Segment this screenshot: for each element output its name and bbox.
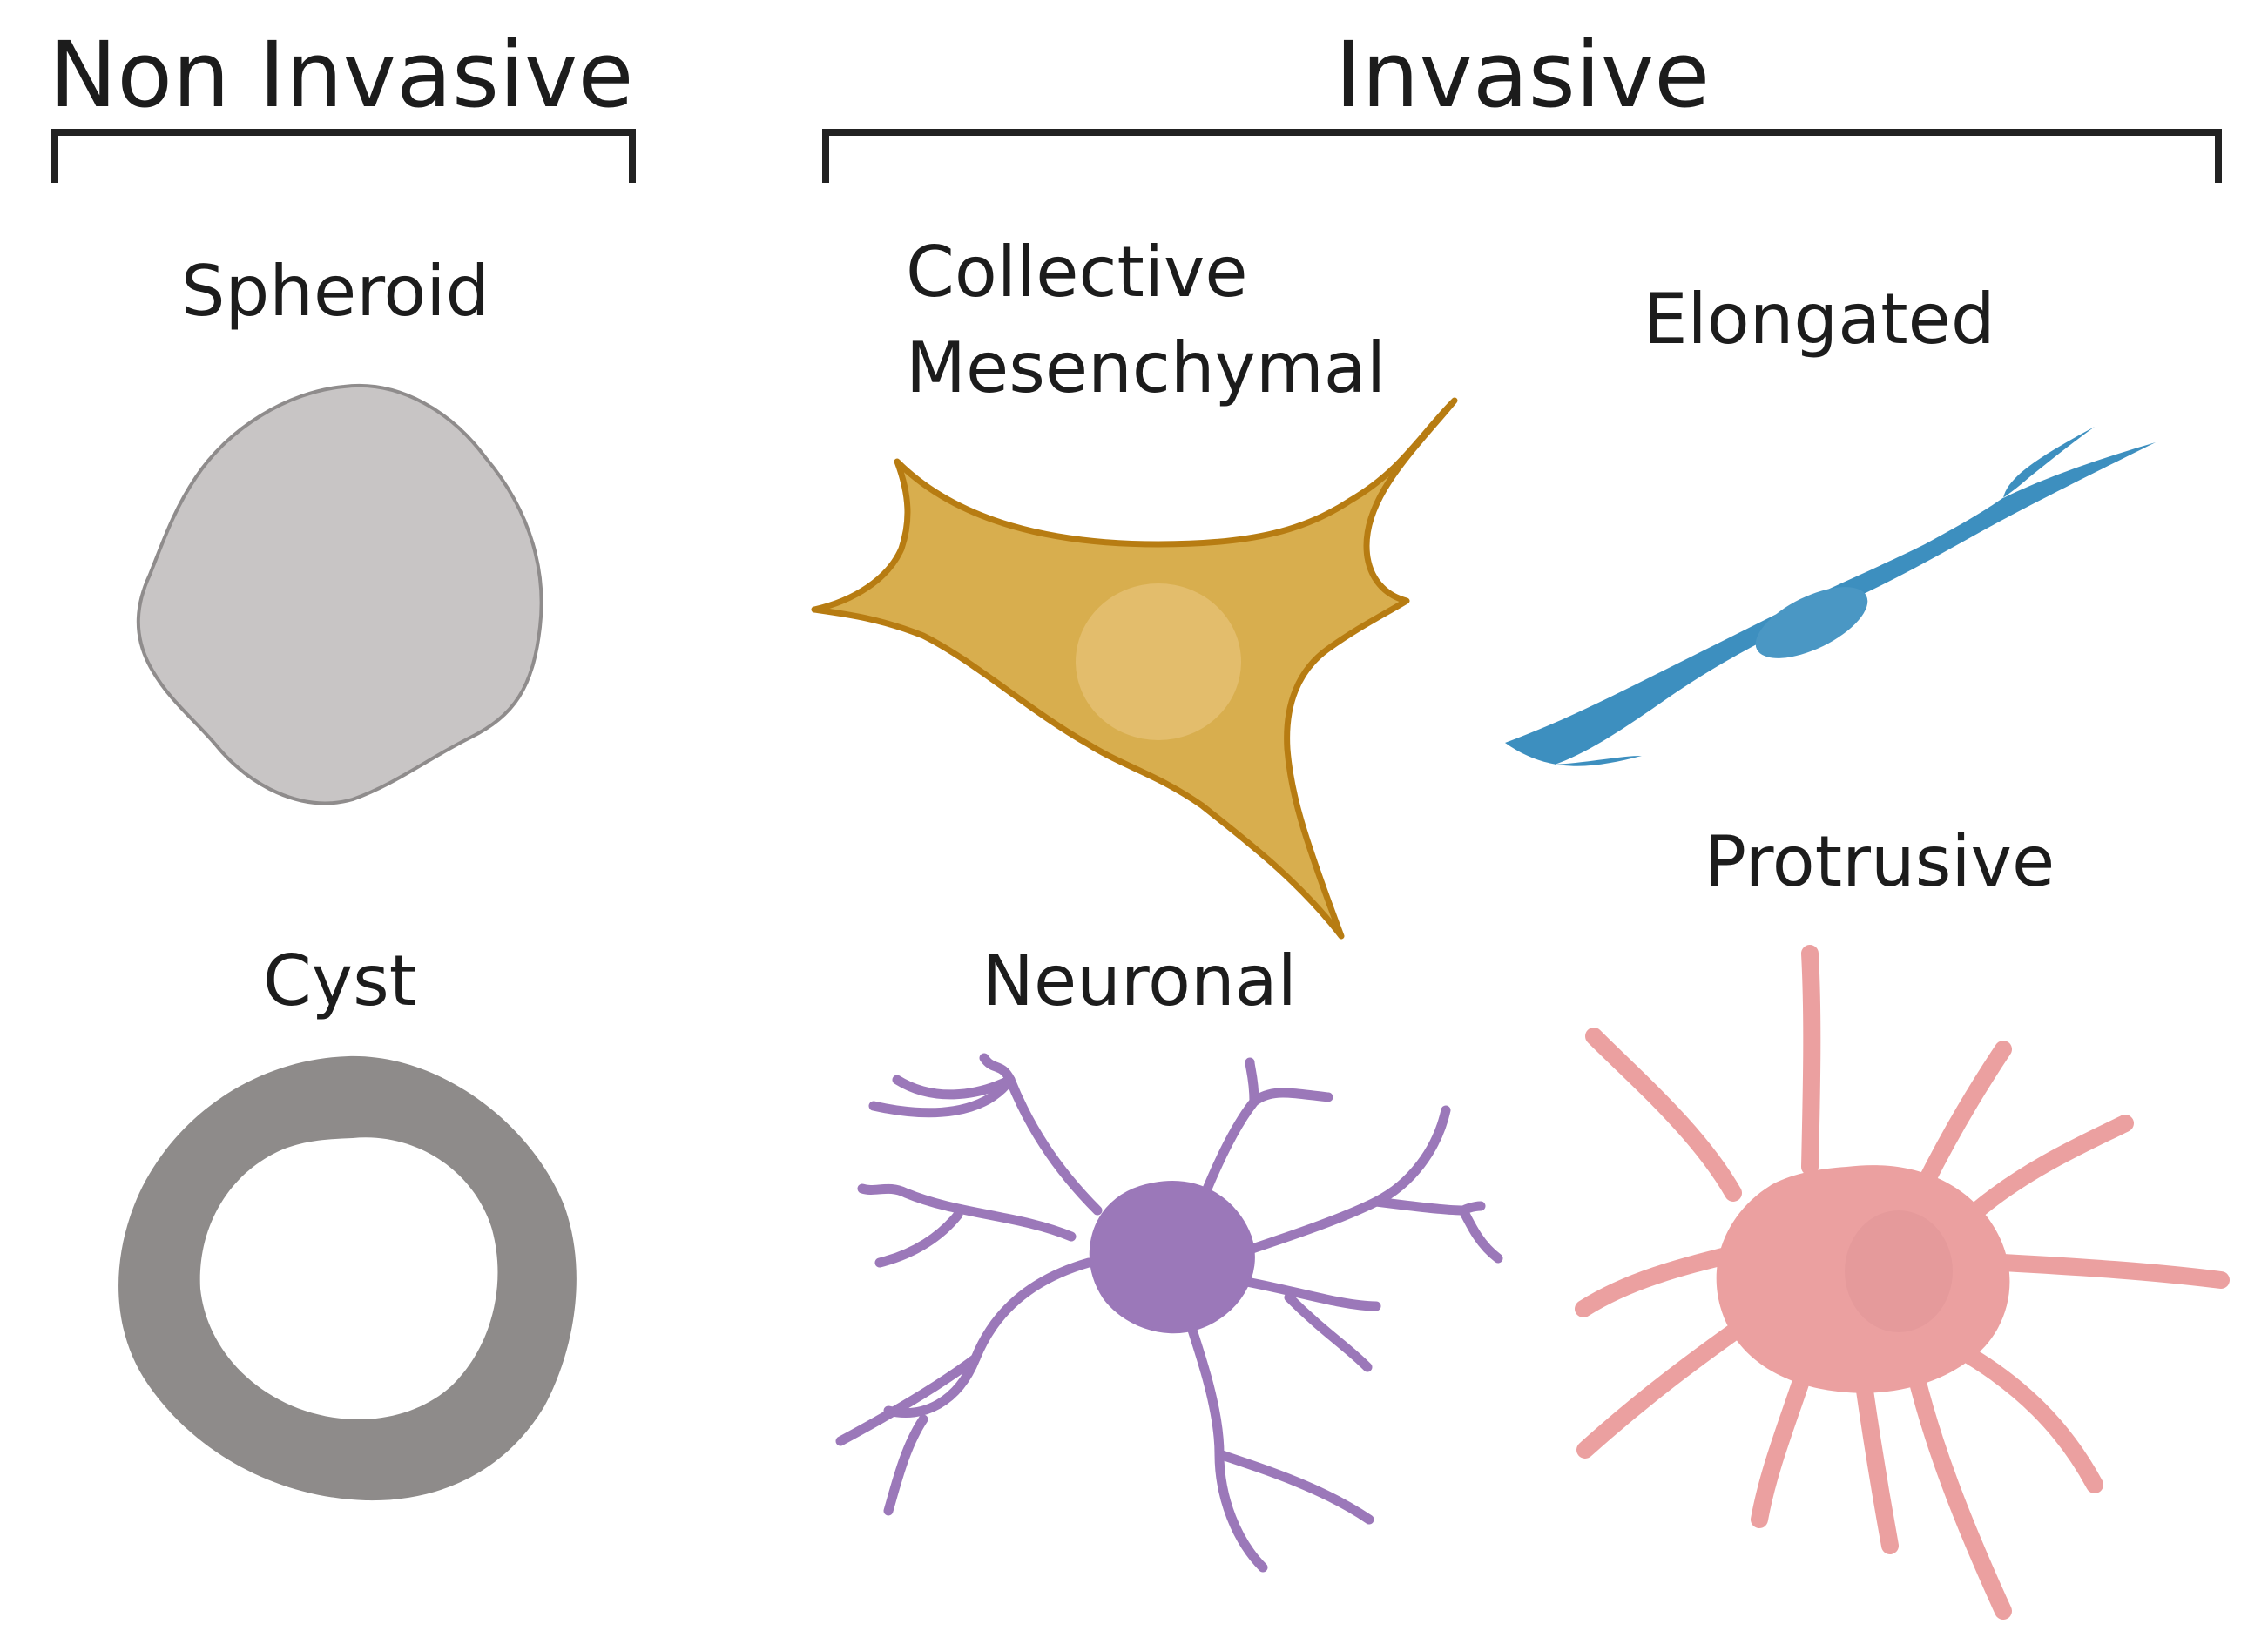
protrusive-label: Protrusive bbox=[1704, 821, 2055, 902]
neuronal-dendrite bbox=[1232, 1105, 1451, 1259]
neuronal-dendrite bbox=[979, 1053, 1103, 1216]
neuronal-cell-body bbox=[1089, 1181, 1255, 1334]
neuronal-dendrite bbox=[1232, 1275, 1381, 1311]
invasive-bracket bbox=[822, 129, 2222, 183]
collective-mesenchymal-label-line1: Collective bbox=[906, 232, 1248, 313]
neuronal-cell bbox=[835, 1053, 1503, 1573]
spheroid-shape bbox=[136, 384, 543, 805]
protrusive-filopodium bbox=[1855, 1376, 1899, 1554]
neuronal-dendrite bbox=[857, 1183, 1077, 1242]
neuronal-dendrite bbox=[1197, 1088, 1333, 1207]
protrusive-filopodium bbox=[1916, 1041, 2012, 1193]
spheroid-label: Spheroid bbox=[180, 251, 490, 332]
protrusive-filopodium bbox=[1576, 1324, 1742, 1459]
protrusive-filopodium bbox=[1995, 1254, 2230, 1289]
neuronal-dendrite bbox=[883, 1414, 928, 1516]
invasive-header: Invasive bbox=[1334, 22, 1711, 128]
neuronal-dendrite bbox=[868, 1075, 1016, 1118]
neuronal-label: Neuronal bbox=[982, 940, 1297, 1021]
mesenchymal-nucleus bbox=[1076, 583, 1241, 740]
collective-mesenchymal-label-line2: Mesenchymal bbox=[906, 327, 1387, 408]
non-invasive-header: Non Invasive bbox=[49, 22, 634, 128]
protrusive-nucleus bbox=[1845, 1210, 1953, 1332]
protrusive-filopodium bbox=[1751, 1367, 1812, 1528]
neuronal-dendrite bbox=[1458, 1201, 1486, 1216]
neuronal-dendrite bbox=[874, 1210, 963, 1268]
non-invasive-bracket bbox=[51, 129, 636, 183]
elongated-label: Elongated bbox=[1644, 279, 1995, 360]
protrusive-filopodium bbox=[1575, 1245, 1742, 1317]
protrusive-cell bbox=[1575, 945, 2230, 1620]
cyst-shape bbox=[118, 1055, 577, 1501]
protrusive-filopodium bbox=[1968, 1115, 2134, 1219]
neuronal-dendrite bbox=[1245, 1057, 1259, 1107]
protrusive-filopodium bbox=[1951, 1341, 2103, 1493]
neuronal-dendrite bbox=[892, 1075, 1016, 1100]
collective-mesenchymal-cell bbox=[811, 397, 1458, 940]
protrusive-filopodium bbox=[1801, 945, 1821, 1176]
protrusive-filopodium bbox=[1907, 1367, 2012, 1620]
neuronal-dendrite bbox=[1179, 1301, 1268, 1573]
protrusive-filopodium bbox=[1585, 1028, 1742, 1202]
neuronal-dendrite bbox=[1214, 1449, 1374, 1525]
elongated-nucleus bbox=[1755, 587, 1868, 658]
cyst-label: Cyst bbox=[262, 940, 417, 1021]
neuronal-dendrite bbox=[835, 1353, 981, 1446]
elongated-cell bbox=[1505, 427, 2156, 766]
neuronal-dendrite bbox=[883, 1257, 1094, 1418]
neuronal-dendrite bbox=[1284, 1292, 1373, 1372]
